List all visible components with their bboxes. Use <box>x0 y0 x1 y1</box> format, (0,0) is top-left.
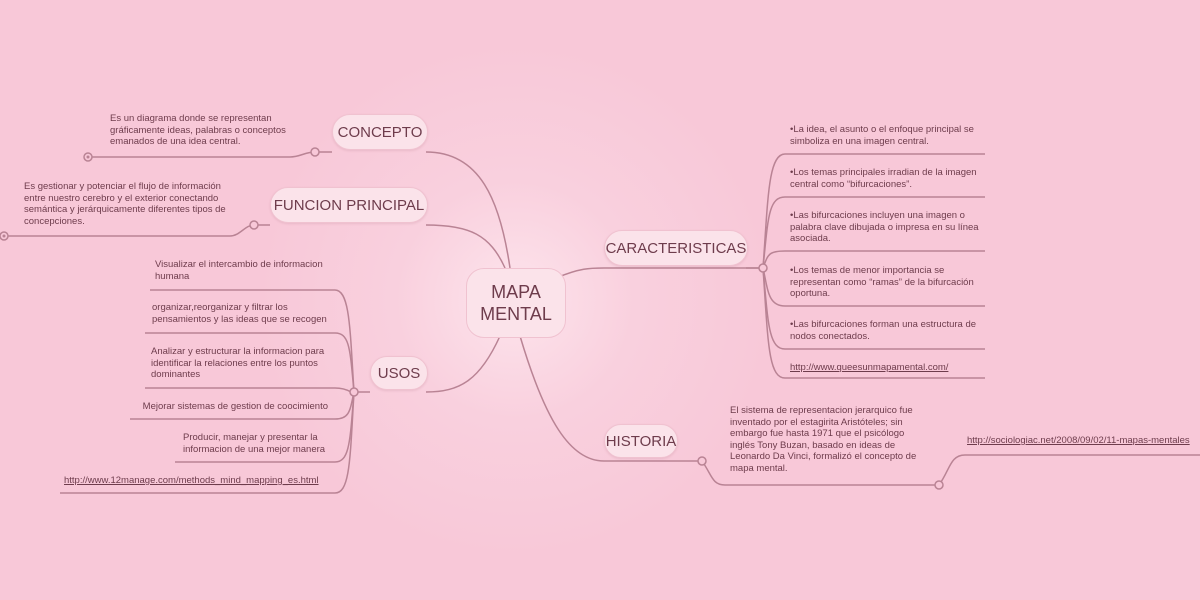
caracteristicas-item: •Las bifurcaciones forman una estructura… <box>790 319 977 342</box>
historia-link[interactable]: http://sociologiac.net/2008/09/02/11-map… <box>967 435 1190 446</box>
caracteristicas-connector-dot[interactable] <box>758 263 768 273</box>
usos-item: Analizar y estructurar la informacion pa… <box>151 346 325 380</box>
usos-item: Mejorar sistemas de gestion de coocimien… <box>142 401 328 412</box>
caracteristicas-link[interactable]: http://www.queesunmapamental.com/ <box>790 362 949 373</box>
topic-funcion-principal[interactable]: FUNCION PRINCIPAL <box>270 187 428 223</box>
historia-text: El sistema de representacion jerarquico … <box>730 405 917 474</box>
topic-caracteristicas[interactable]: CARACTERISTICAS <box>604 230 748 266</box>
caracteristicas-item: •Los temas de menor importancia se repre… <box>790 265 974 299</box>
caracteristicas-item: •Las bifurcaciones incluyen una imagen o… <box>790 210 979 244</box>
concepto-text: Es un diagrama donde se representan gráf… <box>110 113 286 147</box>
historia-link-dot[interactable] <box>934 480 944 490</box>
usos-item: Visualizar el intercambio de informacion… <box>155 259 323 282</box>
usos-link[interactable]: http://www.12manage.com/methods_mind_map… <box>64 475 319 486</box>
funcion-text: Es gestionar y potenciar el flujo de inf… <box>24 181 226 227</box>
caracteristicas-item: •La idea, el asunto o el enfoque princip… <box>790 124 974 147</box>
concepto-connector-dot[interactable] <box>310 147 320 157</box>
caracteristicas-item: •Los temas principales irradian de la im… <box>790 167 977 190</box>
topic-concepto[interactable]: CONCEPTO <box>332 114 428 150</box>
topic-usos[interactable]: USOS <box>370 356 428 390</box>
usos-item: Producir, manejar y presentar la informa… <box>183 432 326 455</box>
topic-historia[interactable]: HISTORIA <box>604 424 678 458</box>
funcion-connector-dot[interactable] <box>249 220 259 230</box>
central-topic[interactable]: MAPA MENTAL <box>466 268 566 338</box>
historia-connector-dot[interactable] <box>697 456 707 466</box>
usos-item: organizar,reorganizar y filtrar los pens… <box>152 302 327 325</box>
usos-connector-dot[interactable] <box>349 387 359 397</box>
